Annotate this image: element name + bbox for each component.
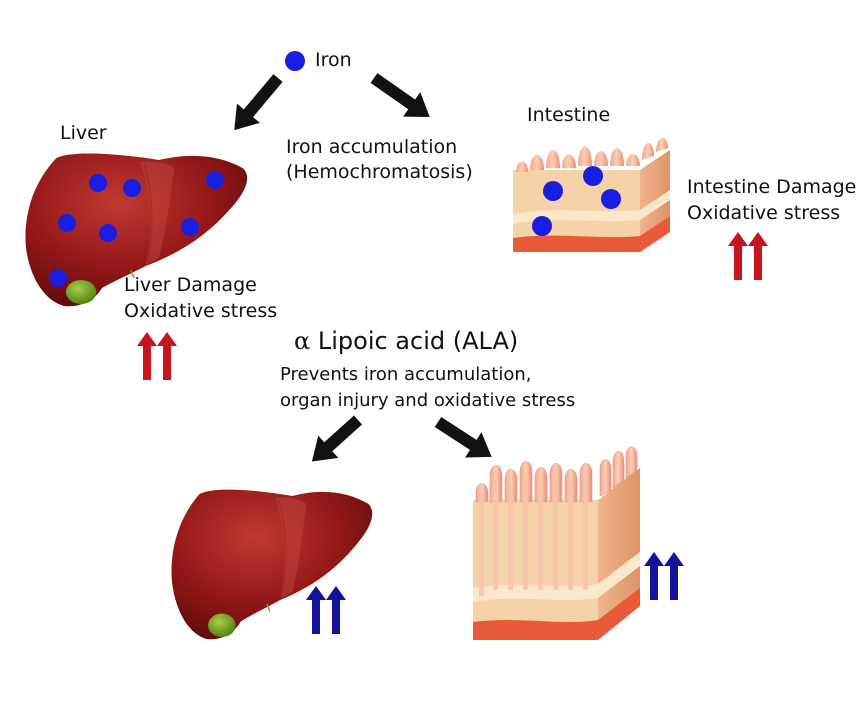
liver-damage-label: Liver Damage <box>124 274 257 296</box>
hemochromatosis-label: (Hemochromatosis) <box>286 161 473 183</box>
intestine-oxidative-stress-label: Oxidative stress <box>687 202 841 224</box>
iron-dot-icon <box>49 269 67 287</box>
intestine-label: Intestine <box>527 104 611 126</box>
liver-illustration-bottom <box>170 488 374 641</box>
black-arrow-icon <box>434 416 492 458</box>
iron-dot-icon <box>206 171 224 189</box>
treatment-title: α Lipoic acid (ALA) <box>294 326 518 356</box>
increase-arrow-icon <box>728 232 768 280</box>
iron-dot-icon <box>99 224 117 242</box>
improvement-arrow-icon <box>306 586 346 634</box>
iron-accumulation-label: Iron accumulation <box>286 136 458 158</box>
treatment-description-line2: organ injury and oxidative stress <box>280 390 576 411</box>
iron-dot-icon <box>285 51 305 71</box>
iron-dot-icon <box>123 179 141 197</box>
treatment-description-line1: Prevents iron accumulation, <box>280 364 532 385</box>
liver-oxidative-stress-label: Oxidative stress <box>124 300 278 322</box>
alpha-symbol: α <box>294 327 311 355</box>
black-arrow-icon <box>370 73 430 118</box>
liver-label: Liver <box>60 122 107 144</box>
liver-iron-dots <box>49 171 224 287</box>
iron-dot-icon <box>601 189 621 209</box>
iron-dot-icon <box>532 216 552 236</box>
intestine-iron-dots <box>532 166 621 236</box>
intestine-illustration-bottom <box>473 446 640 640</box>
iron-dot-icon <box>583 166 603 186</box>
iron-legend <box>285 51 305 71</box>
improvement-arrow-icon <box>644 552 684 600</box>
intestine-damage-label: Intestine Damage <box>687 176 857 198</box>
increase-arrow-icon <box>137 332 177 380</box>
iron-label: Iron <box>315 49 352 71</box>
black-arrow-icon <box>311 415 363 462</box>
intestine-illustration-top <box>513 137 670 252</box>
iron-dot-icon <box>543 181 563 201</box>
iron-dot-icon <box>181 218 199 236</box>
lipoic-acid-label: Lipoic acid (ALA) <box>317 327 519 355</box>
iron-dot-icon <box>89 174 107 192</box>
iron-dot-icon <box>58 214 76 232</box>
black-arrow-icon <box>234 74 283 131</box>
